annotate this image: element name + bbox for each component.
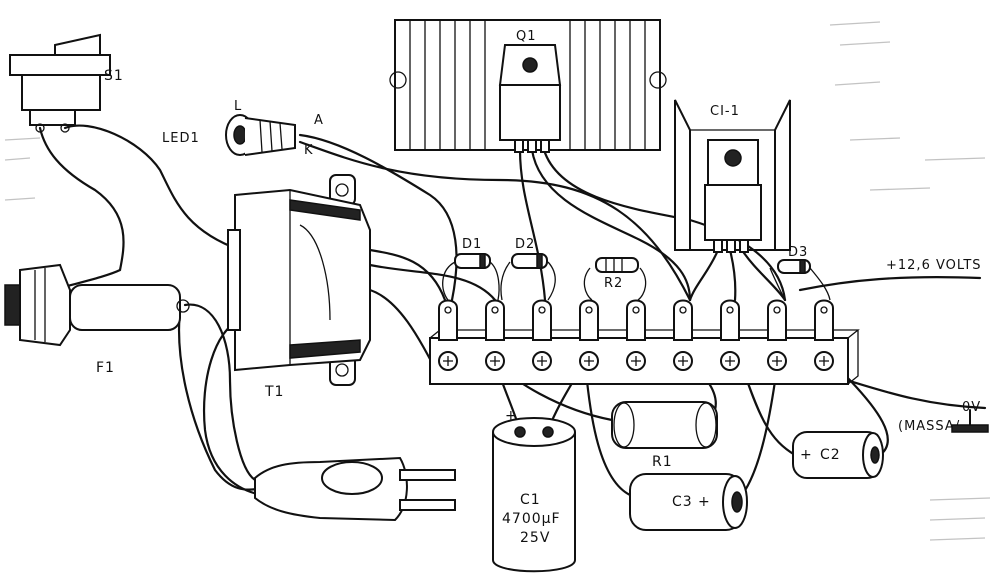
terminal-lug-hole (773, 306, 781, 314)
terminal-lug-hole (632, 306, 640, 314)
led1-label: LED1 (162, 131, 200, 146)
terminal-screw-slot (631, 356, 641, 366)
terminal-lug (485, 299, 505, 341)
terminal-lug (438, 299, 458, 341)
terminal-screws (438, 351, 834, 371)
ci1-regulator (704, 139, 762, 253)
terminal-lug-hole (444, 306, 452, 314)
q1-label: Q1 (516, 29, 537, 44)
terminal-screw-slot (490, 356, 500, 366)
led1 (225, 114, 296, 156)
c3-capacitor (629, 473, 748, 531)
zero-volt-label: 0V (962, 400, 981, 415)
terminal-screw-slot (678, 356, 688, 366)
f1-label: F1 (96, 360, 115, 376)
terminal-screw-slot (819, 356, 829, 366)
ground-symbol-icon (951, 409, 989, 433)
c1-plus-label: + (505, 408, 518, 424)
terminal-lug-hole (585, 306, 593, 314)
positive-output-label: +12,6 VOLTS (886, 258, 982, 273)
d3-label: D3 (788, 245, 808, 260)
terminal-screw-slot (537, 356, 547, 366)
r2-label: R2 (604, 276, 623, 291)
c1-name-label: C1 (520, 492, 541, 508)
c3-plus-label: + (698, 494, 711, 510)
terminal-lug (579, 299, 599, 341)
mains-plug (254, 456, 456, 522)
terminal-screw-slot (443, 356, 453, 366)
d3-diode (777, 259, 811, 274)
c1-voltage-label: 25V (520, 530, 550, 546)
terminal-screw-slot (725, 356, 735, 366)
terminal-lug (767, 299, 787, 341)
q1-transistor (498, 44, 562, 153)
terminal-lug-hole (679, 306, 687, 314)
d1-label: D1 (462, 237, 482, 252)
s1-switch (9, 33, 111, 133)
terminal-lug (720, 299, 740, 341)
terminal-lug (673, 299, 693, 341)
c2-label: C2 (820, 447, 841, 463)
terminal-lug-hole (726, 306, 734, 314)
terminal-lug (626, 299, 646, 341)
c1-value-label: 4700µF (502, 511, 561, 527)
led-anode-label: A (314, 113, 324, 128)
terminal-screw-slot (584, 356, 594, 366)
c1-capacitor (492, 417, 576, 573)
d2-diode (511, 253, 548, 269)
s1-label: S1 (104, 68, 124, 84)
terminal-lug-hole (538, 306, 546, 314)
f1-fuse-holder (4, 263, 190, 347)
c2-plus-label: + (800, 447, 813, 463)
led-l-label: L (234, 99, 242, 114)
scan-noise (4, 21, 991, 541)
ci1-label: CI-1 (710, 104, 740, 119)
c3-label: C3 (672, 494, 693, 510)
ground-label: (MASSA/ (898, 419, 960, 434)
led-cathode-label: K (304, 143, 314, 158)
d2-label: D2 (515, 237, 535, 252)
terminal-lugs (438, 299, 834, 341)
d1-diode (454, 253, 491, 269)
terminal-lug-hole (820, 306, 828, 314)
c2-capacitor (792, 431, 884, 479)
terminal-lug-hole (491, 306, 499, 314)
r1-resistor (611, 401, 718, 449)
r2-resistor (595, 257, 639, 273)
terminal-screw-slot (772, 356, 782, 366)
terminal-lug (532, 299, 552, 341)
t1-transformer (227, 174, 371, 386)
terminal-lug (814, 299, 834, 341)
t1-label: T1 (264, 384, 284, 400)
r1-label: R1 (652, 454, 673, 470)
